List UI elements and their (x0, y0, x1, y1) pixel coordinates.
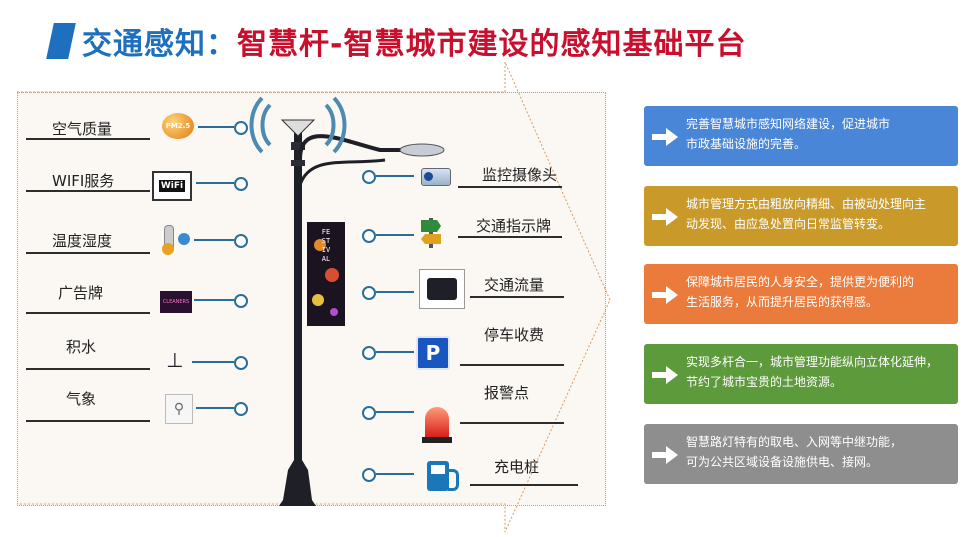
water-level-icon: ⊥ (166, 348, 184, 372)
connector-temperature-humidity (194, 239, 234, 241)
card-text-line-1: 保障城市居民的人身安全，提供更为便利的 (686, 275, 915, 289)
node-parking-fee (362, 346, 376, 360)
card-multi-pole-integration: 实现多杆合一，城市管理功能纵向立体化延伸， 节约了城市宝贵的土地资源。 (644, 344, 958, 404)
underline-parking-fee (460, 364, 564, 366)
node-traffic-sign (362, 229, 376, 243)
air-quality-icon: PM2.5 (158, 108, 198, 144)
underline-weather (26, 420, 150, 422)
label-traffic-flow: 交通流量 (484, 276, 545, 294)
node-air-quality (234, 121, 248, 135)
card-power-network-relay: 智慧路灯特有的取电、入网等中继功能， 可为公共区域设备设施供电、接网。 (644, 424, 958, 484)
label-wifi: WIFI服务 (52, 172, 115, 190)
underline-billboard (26, 312, 150, 314)
card-text-line-1: 智慧路灯特有的取电、入网等中继功能， (686, 435, 903, 449)
parking-icon: P (416, 336, 450, 370)
thermometer-icon (160, 222, 194, 256)
label-weather: 气象 (66, 390, 97, 408)
underline-charging-pile (470, 484, 578, 486)
label-parking-fee: 停车收费 (484, 326, 545, 344)
weather-station-icon: ⚲ (162, 392, 196, 426)
label-temperature-humidity: 温度湿度 (52, 232, 113, 250)
connector-traffic-sign (376, 234, 414, 236)
underline-water-logging (26, 368, 150, 370)
connector-traffic-flow (376, 291, 414, 293)
label-water-logging: 积水 (66, 338, 97, 356)
page-title: 智慧杆-智慧城市建设的感知基础平台 (237, 27, 747, 62)
label-traffic-sign: 交通指示牌 (476, 217, 552, 235)
node-weather (234, 402, 248, 416)
title-bar: 交通感知： 智慧杆-智慧城市建设的感知基础平台 (46, 18, 747, 64)
node-wifi (234, 177, 248, 191)
billboard-icon: CLEANERS (158, 288, 194, 316)
label-surveillance-camera: 监控摄像头 (482, 166, 558, 184)
connector-charging-pile (376, 473, 414, 475)
underline-wifi (26, 190, 150, 192)
right-arrow-icon (652, 286, 678, 304)
billboard-icon-text: CLEANERS (162, 299, 190, 305)
title-prefix: 交通感知： (82, 27, 237, 62)
card-text-line-2: 动发现、由应急处置向日常监管转变。 (686, 217, 891, 231)
smart-pole-icon (249, 96, 445, 506)
camera-icon (418, 164, 454, 190)
wifi-icon-text: WiFi (158, 180, 186, 192)
connector-wifi (196, 182, 234, 184)
card-text-line-2: 市政基础设施的完善。 (686, 137, 807, 151)
underline-temperature-humidity (26, 252, 150, 254)
banner-text: FESTIVAL (321, 228, 331, 263)
underline-alarm-point (460, 422, 564, 424)
right-arrow-icon (652, 128, 678, 146)
node-water-logging (234, 356, 248, 370)
charging-pile-icon (418, 456, 459, 496)
card-text-line-1: 城市管理方式由粗放向精细、由被动处理向主 (686, 197, 927, 211)
connector-surveillance-camera (376, 175, 414, 177)
card-management-refinement: 城市管理方式由粗放向精细、由被动处理向主 动发现、由应急处置向日常监管转变。 (644, 186, 958, 246)
right-arrow-icon (652, 446, 678, 464)
label-charging-pile: 充电桩 (494, 458, 540, 476)
traffic-sign-icon (416, 216, 446, 250)
label-billboard: 广告牌 (58, 284, 104, 302)
right-arrow-icon (652, 208, 678, 226)
alarm-light-icon (420, 402, 454, 443)
big-arrow-outline (17, 61, 611, 533)
node-charging-pile (362, 468, 376, 482)
node-temperature-humidity (234, 234, 248, 248)
node-traffic-flow (362, 286, 376, 300)
festival-banner-icon (307, 222, 345, 326)
card-text-line-1: 实现多杆合一，城市管理功能纵向立体化延伸， (686, 355, 939, 369)
underline-air-quality (26, 138, 150, 140)
connector-alarm-point (376, 411, 414, 413)
card-text-line-2: 可为公共区域设备设施供电、接网。 (686, 455, 879, 469)
card-text-line-1: 完善智慧城市感知网络建设，促进城市 (686, 117, 891, 131)
card-text-line-2: 节约了城市宝贵的土地资源。 (686, 375, 843, 389)
connector-water-logging (192, 361, 234, 363)
card-text-line-2: 生活服务，从而提升居民的获得感。 (686, 295, 879, 309)
connector-weather (196, 407, 234, 409)
card-resident-safety: 保障城市居民的人身安全，提供更为便利的 生活服务，从而提升居民的获得感。 (644, 264, 958, 324)
label-air-quality: 空气质量 (52, 120, 113, 138)
underline-traffic-sign (458, 236, 562, 238)
node-alarm-point (362, 406, 376, 420)
label-alarm-point: 报警点 (484, 384, 530, 402)
underline-surveillance-camera (458, 186, 562, 188)
connector-billboard (194, 299, 234, 301)
right-arrow-icon (652, 366, 678, 384)
connector-air-quality (198, 126, 234, 128)
node-surveillance-camera (362, 170, 376, 184)
wifi-icon: WiFi (150, 166, 194, 206)
parking-icon-text: P (425, 341, 441, 365)
card-perception-network: 完善智慧城市感知网络建设，促进城市 市政基础设施的完善。 (644, 106, 958, 166)
node-billboard (234, 294, 248, 308)
air-quality-icon-text: PM2.5 (165, 122, 191, 130)
connector-parking-fee (376, 351, 414, 353)
traffic-flow-sensor-icon (416, 266, 468, 312)
underline-traffic-flow (470, 296, 564, 298)
